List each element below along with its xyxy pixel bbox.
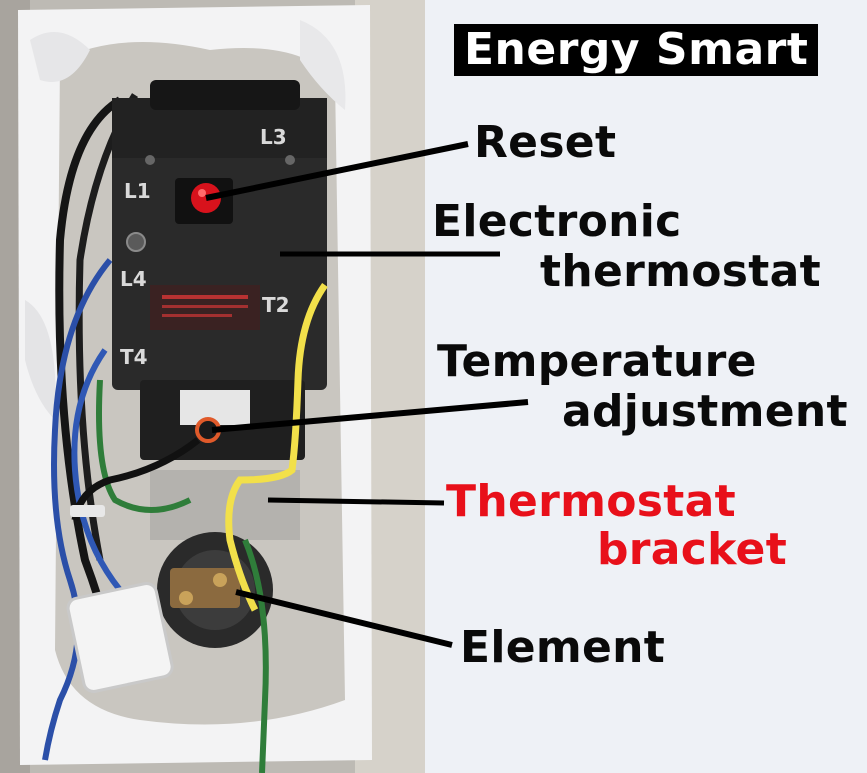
black-wire (71, 437, 201, 521)
wire-connector (66, 582, 174, 693)
callout-bracket-line1: Thermostat (446, 476, 736, 527)
element-screw (179, 591, 193, 605)
insulation-fluff (30, 32, 90, 82)
callout-temperature-line2: adjustment (562, 386, 848, 437)
water-heater-photo: L3 L1 L4 T2 T4 (0, 0, 425, 773)
insulation-fluff (300, 20, 346, 110)
warning-label-line (162, 305, 248, 308)
terminal-label-l1: L1 (124, 179, 151, 203)
callout-element: Element (460, 622, 666, 673)
insulation-fluff (25, 300, 56, 420)
terminal-label-l3: L3 (260, 125, 287, 149)
cable-tie (70, 505, 105, 517)
yellow-wire (225, 282, 328, 612)
page-title: Energy Smart (454, 24, 819, 76)
reset-button-highlight (198, 189, 206, 197)
callout-reset: Reset (474, 117, 617, 168)
warning-label-line (162, 295, 248, 299)
callout-thermostat-line1: Electronic (432, 196, 682, 247)
screw (145, 155, 155, 165)
callout-bracket-line2: bracket (597, 524, 788, 575)
thermostat-cap (150, 80, 300, 110)
screw-l4 (126, 232, 146, 252)
blue-wire (42, 258, 113, 761)
callout-temperature-line1: Temperature (437, 336, 757, 387)
screw (285, 155, 295, 165)
photo-illustration: L3 L1 L4 T2 T4 (0, 0, 425, 773)
green-wire (96, 379, 192, 513)
terminal-label-t2: T2 (262, 293, 290, 317)
terminal-label-l4: L4 (120, 267, 147, 291)
reset-button (191, 183, 221, 213)
temperature-dial (195, 417, 221, 443)
black-wire (75, 93, 138, 561)
terminal-label-t4: T4 (120, 345, 148, 369)
element-screw (213, 573, 227, 587)
callout-thermostat-line2: thermostat (540, 246, 821, 297)
warning-label-line (162, 314, 232, 317)
